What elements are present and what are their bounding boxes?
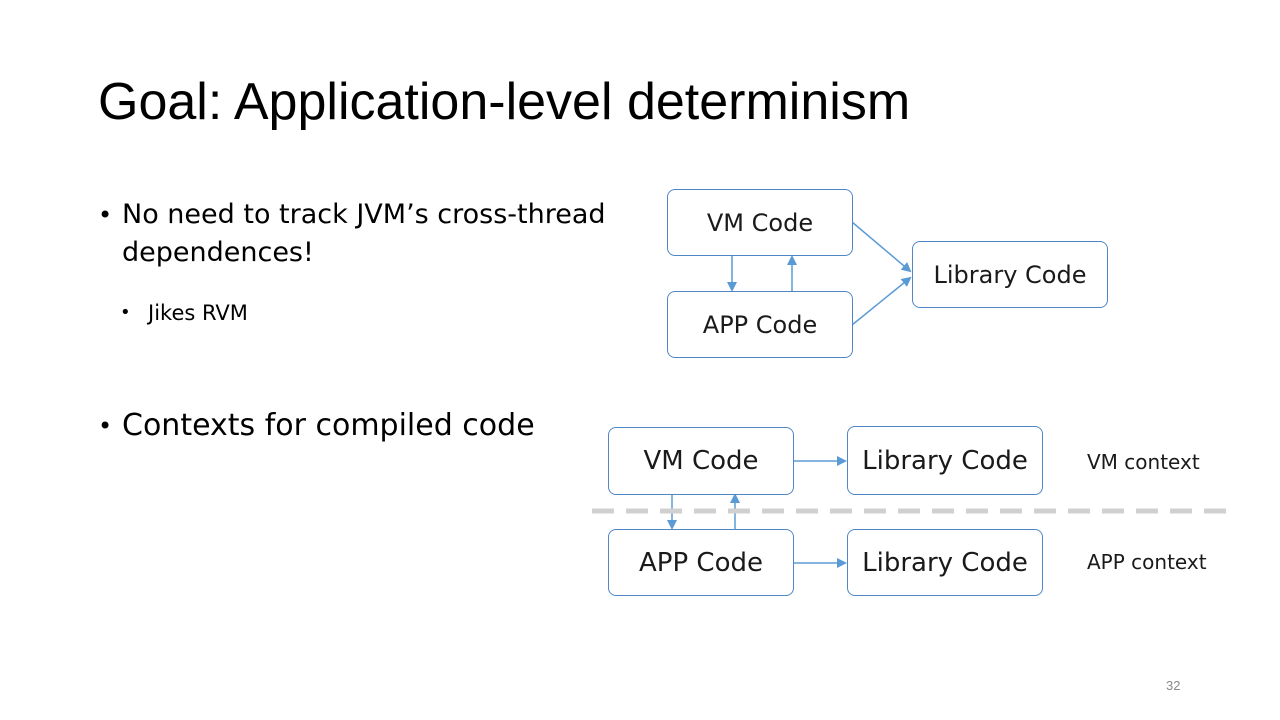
arrow-app-to-library	[851, 276, 912, 326]
bullet-dot-icon: •	[98, 201, 113, 229]
library-code-box: Library Code	[912, 241, 1108, 308]
sub-bullet-item: • Jikes RVM	[120, 298, 248, 328]
sub-bullet-text: Jikes RVM	[148, 301, 248, 325]
app-code-box: APP Code	[667, 291, 853, 358]
library-code-label: Library Code	[862, 547, 1028, 578]
vm-library-code-box: Library Code	[847, 426, 1043, 495]
app-code-label: APP Code	[639, 547, 763, 578]
vm-context-label: VM context	[1087, 450, 1200, 474]
page-number: 32	[1166, 678, 1181, 693]
bullet-text: No need to track JVM’s cross-thread depe…	[122, 199, 606, 268]
bullet-dot-icon: •	[120, 302, 131, 323]
bullet-item: • No need to track JVM’s cross-thread de…	[98, 196, 610, 272]
arrow-vm-to-library	[851, 221, 912, 273]
app-code-box: APP Code	[608, 529, 794, 596]
vm-code-box: VM Code	[608, 427, 794, 495]
library-code-label: Library Code	[862, 445, 1028, 476]
bullet-item: • Contexts for compiled code	[98, 406, 535, 446]
vm-code-box: VM Code	[667, 189, 853, 256]
app-library-code-box: Library Code	[847, 529, 1043, 596]
bullet-text: Contexts for compiled code	[122, 408, 535, 443]
app-context-label: APP context	[1087, 550, 1207, 574]
library-code-label: Library Code	[933, 260, 1087, 289]
vm-code-label: VM Code	[643, 446, 759, 476]
slide-title: Goal: Application-level determinism	[98, 73, 911, 131]
vm-code-label: VM Code	[706, 208, 814, 237]
bullet-dot-icon: •	[98, 412, 113, 440]
app-code-label: APP Code	[702, 310, 818, 339]
